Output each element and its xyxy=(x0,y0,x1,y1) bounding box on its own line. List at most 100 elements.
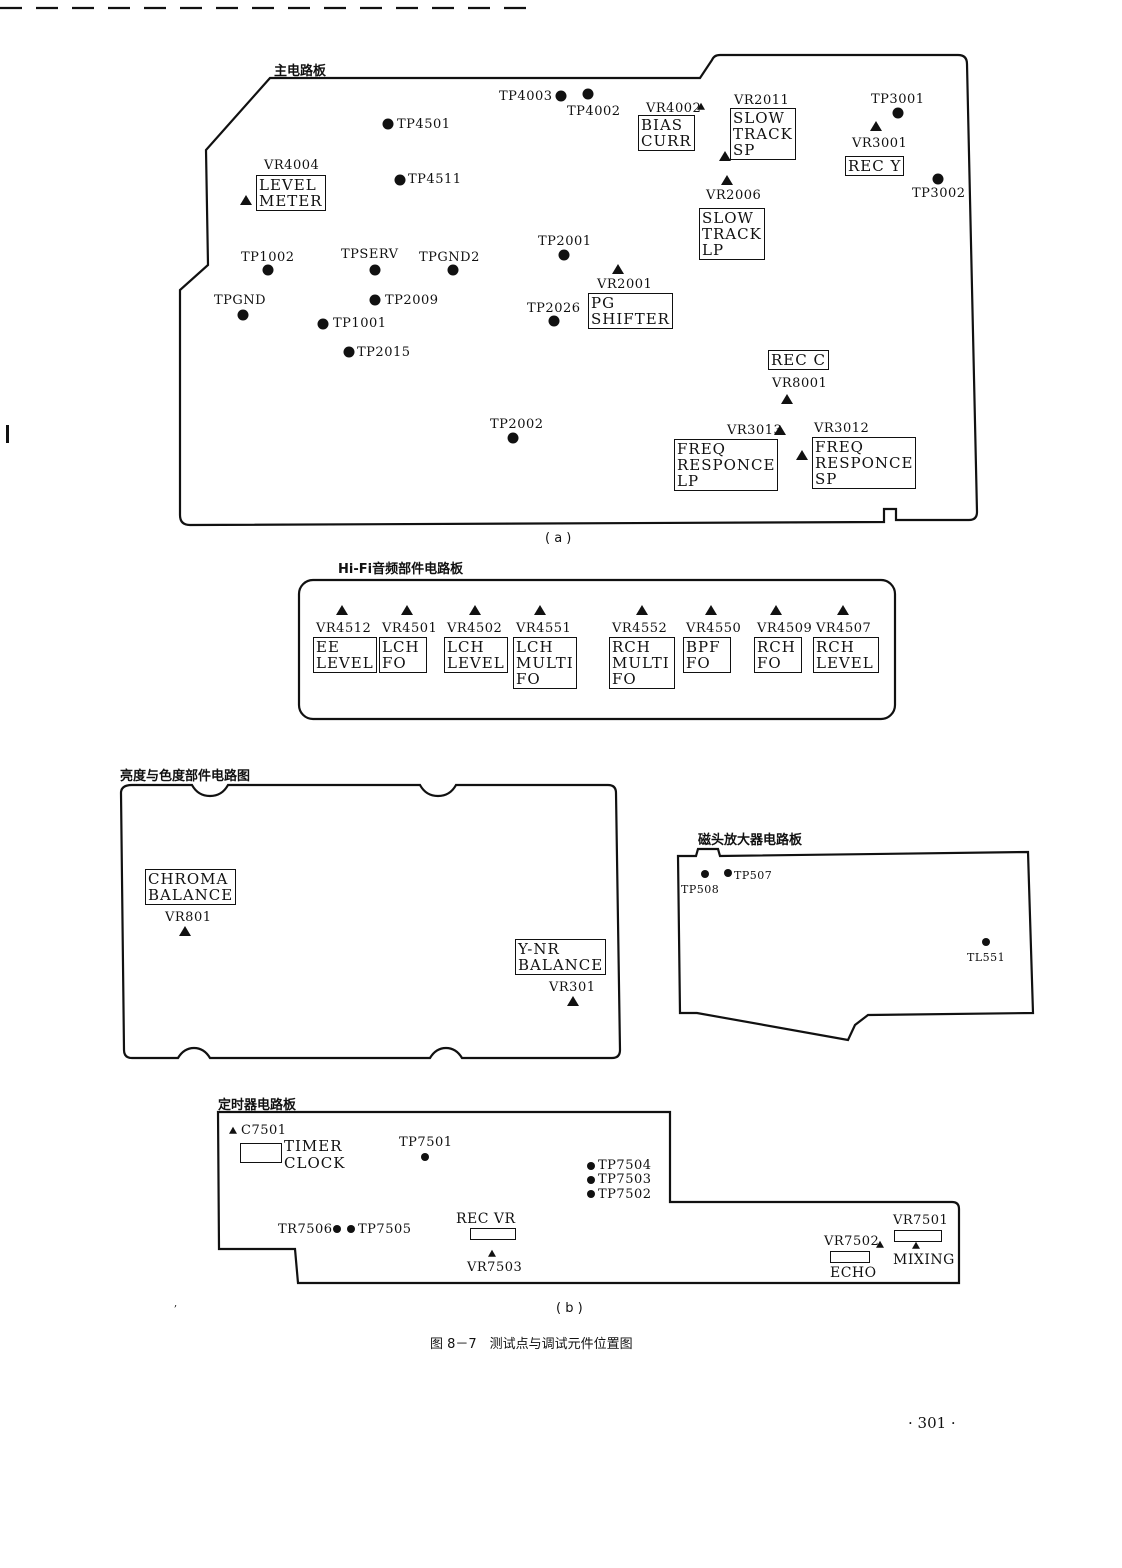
mixing-box xyxy=(894,1230,942,1242)
vr2011-triangle-icon[interactable] xyxy=(719,151,731,161)
hifi-vr4512-triangle-icon[interactable] xyxy=(336,605,348,615)
tp2002-label: TP2002 xyxy=(490,417,544,432)
vr4002-label: VR4002 xyxy=(646,101,702,116)
main-board-outline xyxy=(178,53,979,527)
vr3012-label: VR3012 xyxy=(814,421,870,436)
main-board-title: 主电路板 xyxy=(274,64,327,79)
mixing-label: MIXING xyxy=(893,1252,955,1268)
tr7506-dot[interactable] xyxy=(333,1225,341,1233)
tp3002-dot[interactable] xyxy=(932,173,944,185)
tp2015-label: TP2015 xyxy=(357,345,411,360)
vr2001-triangle-icon[interactable] xyxy=(612,264,624,274)
vr301-triangle-icon[interactable] xyxy=(567,996,579,1006)
rec-c-box: REC C xyxy=(768,350,829,370)
hifi-vr4507-triangle-icon[interactable] xyxy=(837,605,849,615)
level-meter-box: LEVEL METER xyxy=(256,175,326,211)
tp507-dot[interactable] xyxy=(724,869,732,877)
vr3012-triangle-icon[interactable] xyxy=(796,450,808,460)
c7501-label: C7501 xyxy=(241,1123,287,1138)
tp7501-label: TP7501 xyxy=(399,1135,453,1150)
freq-resp-sp-box: FREQ RESPONCE SP xyxy=(812,437,917,489)
tp4511-dot[interactable] xyxy=(394,174,406,186)
rec-y-box: REC Y xyxy=(845,156,905,176)
timer-clock-box xyxy=(240,1143,282,1163)
vr7501-triangle-icon[interactable] xyxy=(912,1241,920,1249)
hifi-vr4551-label: VR4551 xyxy=(516,621,572,636)
vr3001-triangle-icon[interactable] xyxy=(870,121,882,131)
hifi-vr4512-label: VR4512 xyxy=(316,621,372,636)
echo-label: ECHO xyxy=(830,1265,877,1281)
vr3013-triangle-icon[interactable] xyxy=(774,425,786,435)
tl551-label: TL551 xyxy=(967,951,1006,964)
tp2001-label: TP2001 xyxy=(538,234,592,249)
timer-board-title: 定时器电路板 xyxy=(218,1098,297,1113)
tp7505-label: TP7505 xyxy=(358,1222,412,1237)
tpserv-dot[interactable] xyxy=(369,264,381,276)
headamp-board-outline xyxy=(676,847,1035,1042)
chroma-balance-box: CHROMA BALANCE xyxy=(145,869,237,905)
tp7502-dot[interactable] xyxy=(587,1190,595,1198)
tp2009-dot[interactable] xyxy=(369,294,381,306)
vr4004-triangle-icon[interactable] xyxy=(240,195,252,205)
tp2001-dot[interactable] xyxy=(558,249,570,261)
vr8001-triangle-icon[interactable] xyxy=(781,394,793,404)
tp1001-dot[interactable] xyxy=(317,318,329,330)
vr2006-label: VR2006 xyxy=(706,188,762,203)
luma-board-title: 亮度与色度部件电路图 xyxy=(120,769,251,784)
tp2015-dot[interactable] xyxy=(343,346,355,358)
tp1002-label: TP1002 xyxy=(241,250,295,265)
tp4501-dot[interactable] xyxy=(382,118,394,130)
tp1002-dot[interactable] xyxy=(262,264,274,276)
vr801-triangle-icon[interactable] xyxy=(179,926,191,936)
hifi-vr4550-label: VR4550 xyxy=(686,621,742,636)
pg-shifter-box: PG SHIFTER xyxy=(588,293,673,329)
tp7503-dot[interactable] xyxy=(587,1176,595,1184)
tp2026-dot[interactable] xyxy=(548,315,560,327)
tp7503-label: TP7503 xyxy=(598,1172,652,1187)
vr7503-triangle-icon[interactable] xyxy=(488,1249,496,1257)
vr4002-triangle-icon[interactable] xyxy=(697,102,705,110)
timer-clock-label: TIMER CLOCK xyxy=(284,1137,346,1172)
vr2006-triangle-icon[interactable] xyxy=(721,175,733,185)
tp7501-dot[interactable] xyxy=(421,1153,429,1161)
rec-vr-box xyxy=(470,1228,516,1240)
hifi-vr4501-triangle-icon[interactable] xyxy=(401,605,413,615)
tp2002-dot[interactable] xyxy=(507,432,519,444)
hifi-vr4501-label: VR4501 xyxy=(382,621,438,636)
hifi-vr4502-triangle-icon[interactable] xyxy=(469,605,481,615)
figure-caption: 图 8－7 测试点与调试元件位置图 xyxy=(430,1337,633,1352)
luma-board-outline xyxy=(119,783,622,1060)
tp4511-label: TP4511 xyxy=(408,172,462,187)
hifi-vr4552-triangle-icon[interactable] xyxy=(636,605,648,615)
hifi-vr4509-triangle-icon[interactable] xyxy=(770,605,782,615)
slow-track-sp-box: SLOW TRACK SP xyxy=(730,108,796,160)
vr301-label: VR301 xyxy=(549,980,596,995)
rec-vr-label: REC VR xyxy=(456,1211,516,1227)
tp508-dot[interactable] xyxy=(701,870,709,878)
tl551-dot[interactable] xyxy=(982,938,990,946)
tp4002-dot[interactable] xyxy=(582,88,594,100)
page-number: · 301 · xyxy=(908,1414,956,1432)
tp3001-dot[interactable] xyxy=(892,107,904,119)
vr8001-label: VR8001 xyxy=(772,376,828,391)
tp507-label: TP507 xyxy=(734,869,773,882)
tp7505-dot[interactable] xyxy=(347,1225,355,1233)
tpgnd-dot[interactable] xyxy=(237,309,249,321)
tp1001-label: TP1001 xyxy=(333,316,387,331)
tp4002-label: TP4002 xyxy=(567,104,621,119)
tpgnd2-dot[interactable] xyxy=(447,264,459,276)
tpserv-label: TPSERV xyxy=(341,247,399,262)
vr7502-triangle-icon[interactable] xyxy=(876,1240,884,1248)
tp4003-dot[interactable] xyxy=(555,90,567,102)
hifi-vr4551-triangle-icon[interactable] xyxy=(534,605,546,615)
tp7504-dot[interactable] xyxy=(587,1162,595,1170)
c7501-triangle-icon[interactable] xyxy=(229,1126,237,1134)
hifi-vr4550-triangle-icon[interactable] xyxy=(705,605,717,615)
sub-caption-a: ( a ) xyxy=(545,531,572,546)
